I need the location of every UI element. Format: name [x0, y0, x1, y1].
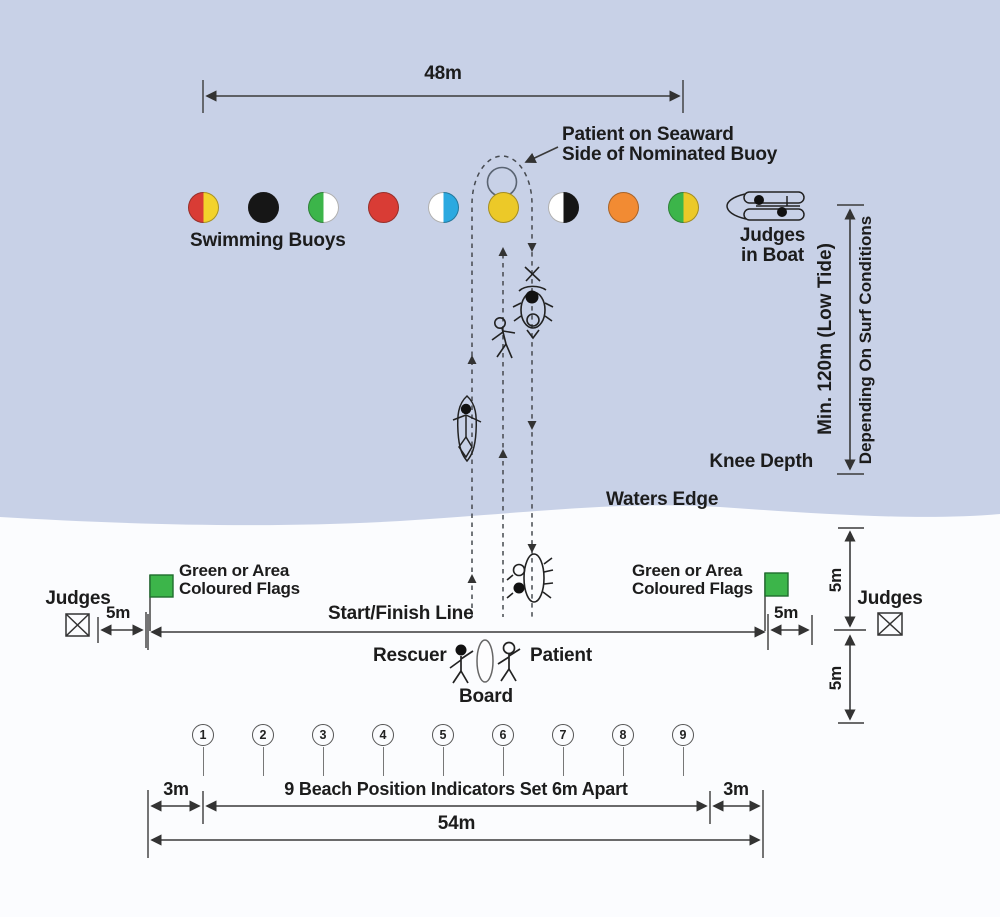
dimension-ticks — [97, 80, 866, 858]
dim-54m-label: 54m — [437, 813, 476, 834]
beach-position-indicator-9: 9 — [672, 724, 694, 776]
swimming-buoy-white-black — [547, 191, 579, 223]
knee-depth-label: Knee Depth — [709, 451, 813, 472]
beach-position-indicator-6: 6 — [492, 724, 514, 776]
indicator-pole — [622, 747, 624, 776]
indicator-number: 9 — [672, 724, 694, 746]
indicator-pole — [322, 747, 324, 776]
indicator-pole — [382, 747, 384, 776]
judges-box-right-icon — [877, 612, 903, 636]
patient-label: Patient — [530, 645, 592, 666]
rescuer-label: Rescuer — [373, 645, 447, 666]
dim-3m-right-label: 3m — [723, 779, 749, 799]
swimming-buoy-orange — [607, 191, 639, 223]
flag-left-cloth — [149, 574, 174, 598]
judges-box-left-icon — [65, 613, 90, 637]
flags-right-line1: Green or Area — [632, 561, 743, 580]
flag-left — [149, 574, 174, 631]
indicator-number: 5 — [432, 724, 454, 746]
indicator-pole — [562, 747, 564, 776]
judges-in-boat-label: Judges in Boat — [730, 226, 815, 266]
dim-5m-left-label: 5m — [106, 603, 131, 622]
patient-buoy-label-line2: Side of Nominated Buoy — [562, 143, 778, 165]
dim-5m-upper-label: 5m — [826, 567, 845, 593]
indicator-number: 6 — [492, 724, 514, 746]
swimming-buoy-yellow-nominated — [487, 191, 519, 223]
indicator-pole — [262, 747, 264, 776]
indicator-number: 4 — [372, 724, 394, 746]
beach-position-indicator-1: 1 — [192, 724, 214, 776]
dimension-lines — [100, 90, 856, 846]
beach-position-indicator-3: 3 — [312, 724, 334, 776]
dim-48m-label: 48m — [424, 63, 462, 84]
rescuer-towing-patient-figure — [512, 266, 554, 340]
start-line-figures — [449, 639, 521, 684]
flags-left-line1: Green or Area — [179, 561, 290, 580]
waters-edge-label: Waters Edge — [606, 489, 719, 510]
beach-position-indicator-7: 7 — [552, 724, 574, 776]
indicator-number: 7 — [552, 724, 574, 746]
indicator-number: 8 — [612, 724, 634, 746]
course-path-dashed — [471, 155, 533, 617]
indicator-pole — [442, 747, 444, 776]
dim-5m-right-label: 5m — [774, 603, 799, 622]
indicator-number: 2 — [252, 724, 274, 746]
board-label: Board — [459, 686, 513, 707]
patient-buoy-label: Patient on Seaward Side of Nominated Buo… — [562, 125, 777, 165]
swimming-buoy-red-yellow — [187, 191, 219, 223]
flags-left-line2: Coloured Flags — [179, 578, 300, 598]
board-pair-figure — [506, 553, 554, 603]
indicator-pole — [202, 747, 204, 776]
patient-figure-head — [502, 641, 516, 655]
beach-indicators-caption: 9 Beach Position Indicators Set 6m Apart — [284, 779, 628, 799]
course-direction-arrows — [467, 243, 537, 583]
beach-position-indicator-2: 2 — [252, 724, 274, 776]
judges-in-boat-line2: in Boat — [741, 244, 804, 266]
wading-patient-figure — [491, 316, 516, 359]
start-finish-label: Start/Finish Line — [328, 603, 474, 624]
dim-5m-lower-label: 5m — [826, 665, 845, 691]
indicator-number: 1 — [192, 724, 214, 746]
patient-buoy-label-line1: Patient on Seaward — [562, 124, 734, 145]
indicator-pole — [502, 747, 504, 776]
swimming-buoys-label: Swimming Buoys — [190, 230, 346, 251]
min-120m-label: Min. 120m (Low Tide) — [815, 243, 836, 435]
flags-left-label: Green or Area Coloured Flags — [179, 562, 300, 598]
judges-left-label: Judges — [45, 588, 111, 609]
swimming-buoy-red — [367, 191, 399, 223]
flags-right-line2: Coloured Flags — [632, 578, 753, 598]
swimming-buoy-white-blue — [427, 191, 459, 223]
swimming-buoy-black — [247, 191, 279, 223]
swimming-buoy-green-yellow — [667, 191, 699, 223]
flags-right-label: Green or Area Coloured Flags — [632, 562, 753, 598]
flag-right — [764, 572, 789, 631]
surf-conditions-label: Depending On Surf Conditions — [856, 215, 875, 465]
board-icon — [476, 639, 494, 683]
water-area — [0, 0, 1000, 526]
judges-right-label: Judges — [857, 588, 923, 609]
beach-position-indicator-5: 5 — [432, 724, 454, 776]
judges-boat-icon — [726, 191, 805, 221]
beach-position-indicator-8: 8 — [612, 724, 634, 776]
indicator-pole — [682, 747, 684, 776]
indicator-number: 3 — [312, 724, 334, 746]
paddler-figure — [452, 394, 482, 463]
rescuer-figure-head — [455, 644, 467, 656]
swimming-buoy-green-white — [307, 191, 339, 223]
flag-right-cloth — [764, 572, 789, 597]
beach-position-indicator-4: 4 — [372, 724, 394, 776]
dim-3m-left-label: 3m — [163, 779, 189, 799]
judges-in-boat-line1: Judges — [739, 225, 806, 246]
